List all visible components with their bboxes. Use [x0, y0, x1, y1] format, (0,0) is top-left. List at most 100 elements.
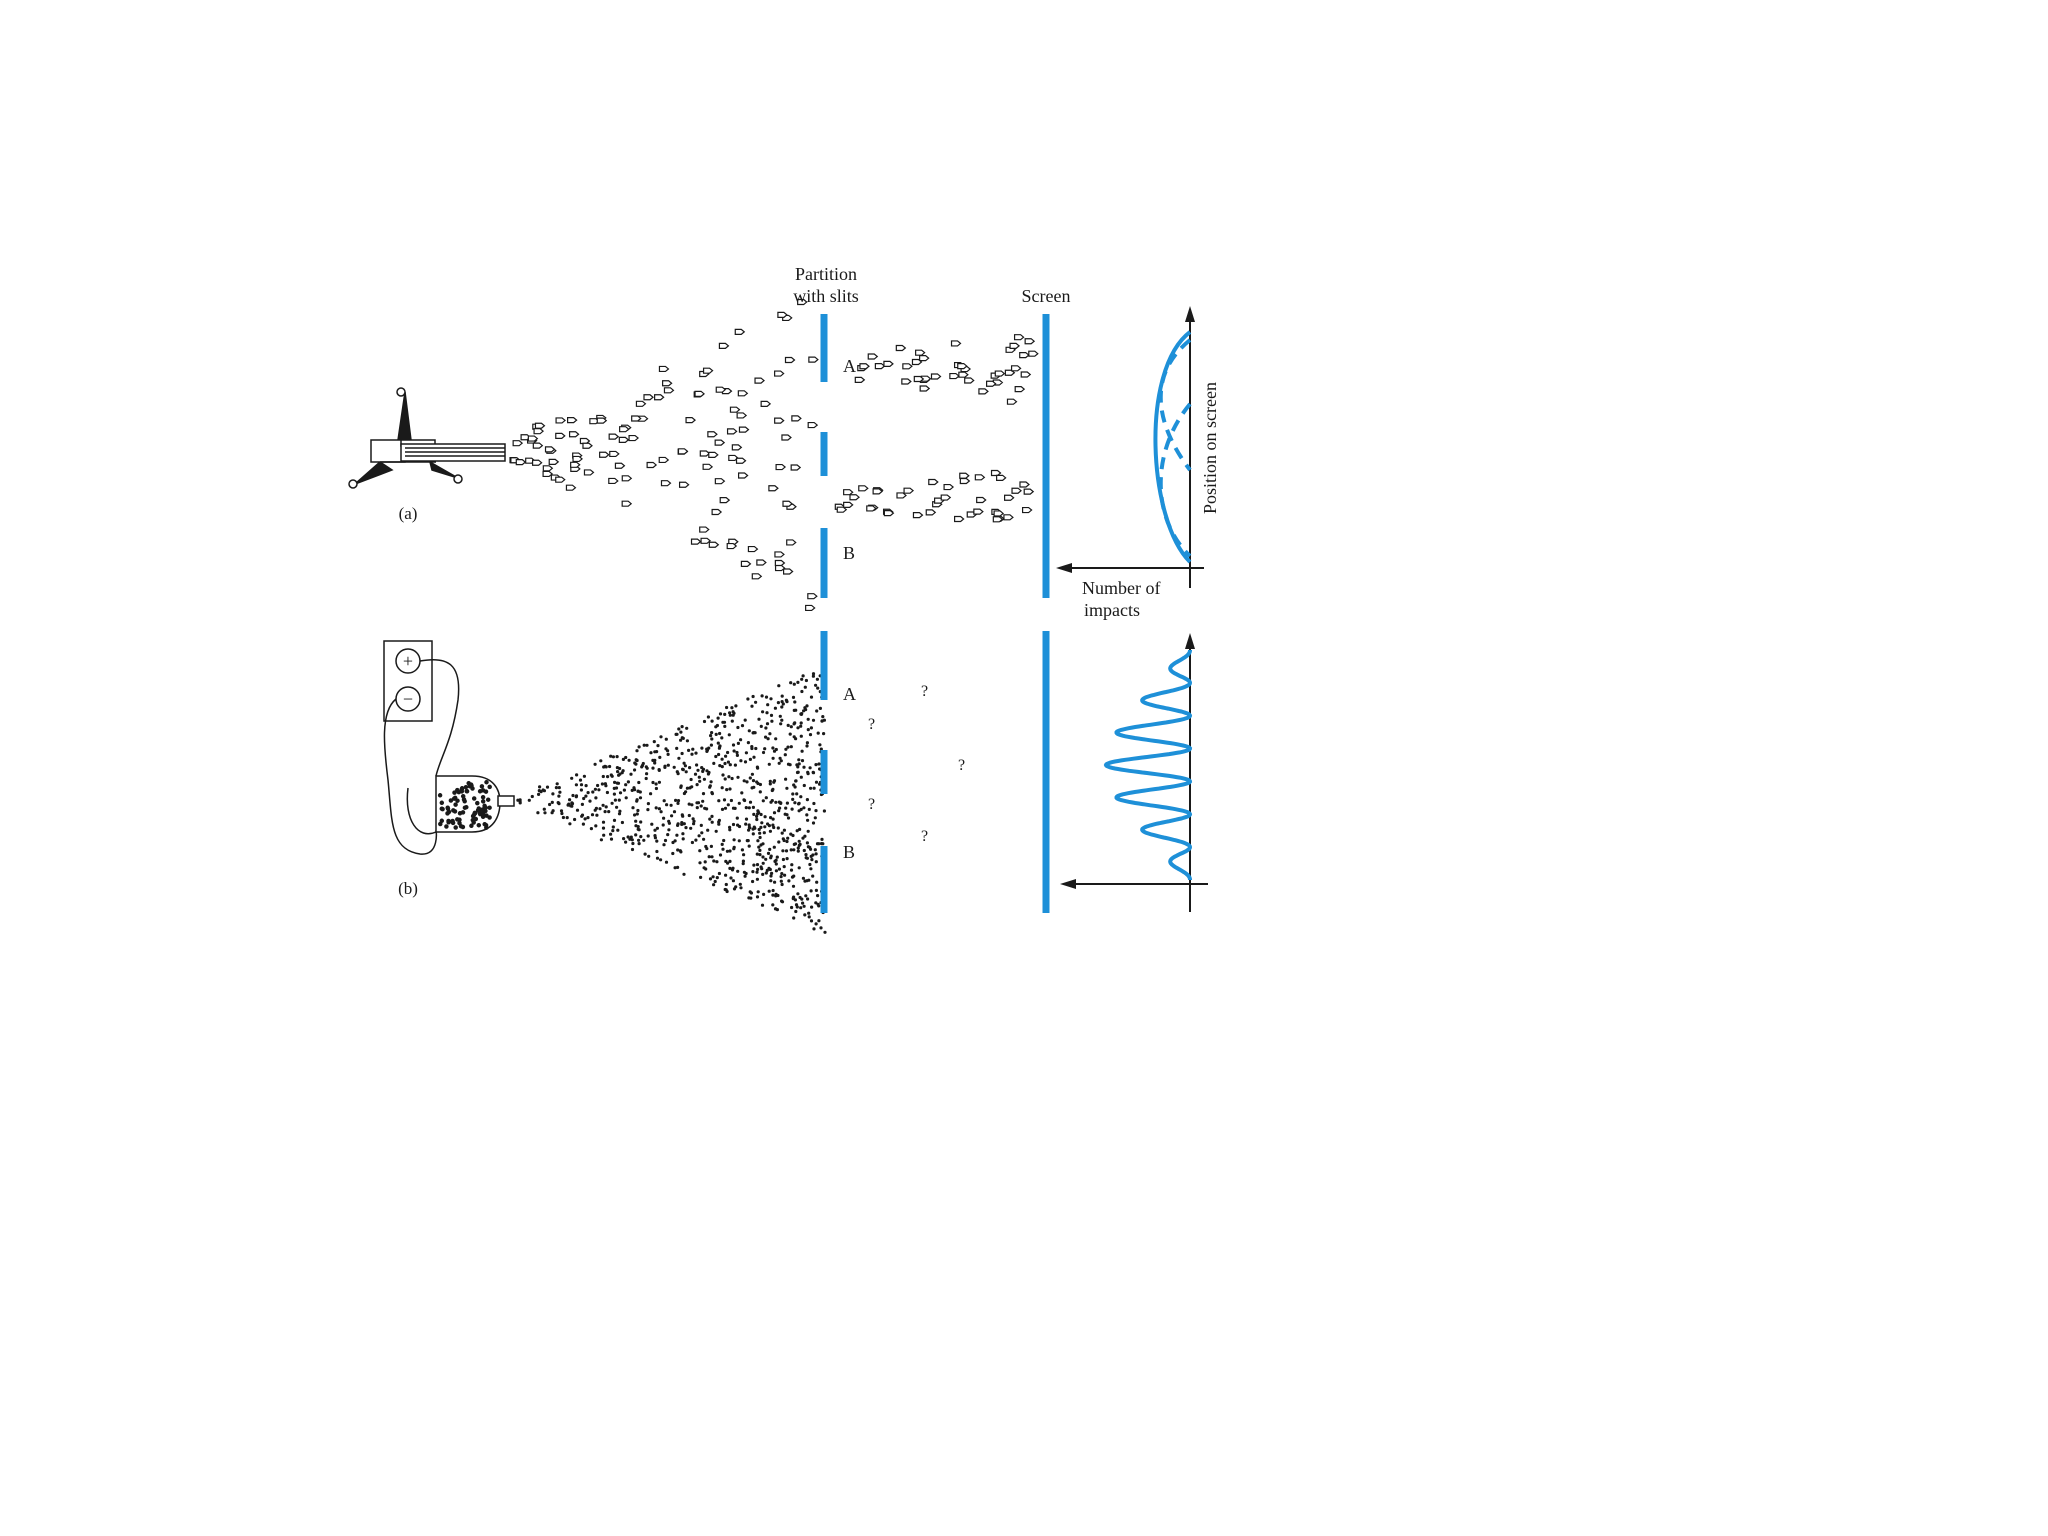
electron-dot	[631, 806, 635, 810]
electron-dot	[712, 761, 716, 766]
electron-dot	[742, 779, 746, 783]
x-axis-label-line1: Number of	[1082, 578, 1160, 598]
bullet	[990, 469, 1002, 477]
electron-dot	[682, 872, 686, 876]
electron-dot	[615, 755, 619, 759]
electron-dot	[469, 823, 474, 829]
electron-dot	[790, 905, 794, 910]
bullet	[714, 439, 726, 446]
electron-dot	[805, 841, 810, 845]
electron-dot	[814, 809, 818, 813]
bullet	[643, 394, 654, 401]
bullet	[568, 431, 580, 438]
electron-dot	[596, 783, 600, 788]
electron-dot	[710, 855, 714, 859]
bullet	[756, 559, 767, 566]
electron-dot	[446, 809, 452, 815]
bullet	[702, 463, 714, 470]
bullet	[542, 465, 554, 472]
electron-dot	[662, 816, 666, 820]
electron-dot	[639, 835, 643, 839]
electron-dot	[737, 839, 741, 843]
electron-dot	[796, 680, 800, 685]
electron-dot	[613, 780, 617, 785]
electron-dot	[785, 801, 790, 805]
electron-dot	[666, 833, 670, 837]
bullet	[901, 378, 912, 385]
bullet	[976, 496, 987, 504]
bullet	[690, 538, 702, 545]
electron-dot	[672, 765, 676, 769]
bullet	[883, 510, 895, 517]
electron-dot	[727, 775, 731, 779]
electron-dot	[487, 815, 492, 820]
electron-dot	[801, 836, 805, 840]
interference-pattern-curve	[1103, 650, 1193, 880]
electron-dot	[773, 880, 777, 884]
bullet	[751, 573, 763, 580]
electron-dot	[760, 694, 764, 698]
electron-dot	[589, 827, 594, 831]
electron-dot	[626, 780, 631, 784]
electron-dot	[711, 875, 715, 879]
electron-dot	[710, 814, 714, 819]
electron-dot	[756, 812, 760, 816]
electron-dot	[753, 826, 757, 830]
electron-dot	[460, 793, 466, 799]
electron-dot	[770, 871, 774, 876]
electron-dot	[781, 702, 785, 706]
electron-dot	[744, 751, 749, 755]
electron-dot	[710, 792, 715, 796]
electron-dot	[774, 747, 778, 752]
electron-dot	[759, 812, 763, 817]
electron-dot	[453, 802, 458, 807]
electron-dot	[679, 850, 683, 854]
bullet	[790, 464, 802, 471]
electron-dot	[766, 703, 770, 707]
bullet	[797, 298, 808, 306]
electron-dot	[463, 784, 469, 790]
electron-dot	[710, 737, 714, 741]
electron-dot	[755, 817, 759, 822]
electron-dot	[653, 834, 657, 838]
electron-dot	[758, 790, 762, 794]
electron-dot	[745, 839, 749, 843]
electron-dot	[692, 822, 696, 826]
bullet	[993, 510, 1005, 517]
electron-dot	[748, 757, 753, 762]
electron-dot	[708, 877, 713, 881]
partition-label-line2: with slits	[793, 286, 859, 306]
electron-dot	[757, 717, 761, 721]
electron-dot	[633, 788, 637, 792]
electron-dot	[457, 820, 462, 826]
bullet	[740, 560, 752, 567]
electron-dot	[785, 786, 789, 790]
electron-dot	[728, 763, 732, 767]
electron-dot	[438, 821, 443, 827]
bullet	[912, 512, 924, 519]
bullet	[843, 501, 854, 508]
electron-dot	[530, 794, 534, 799]
electron-dot	[761, 855, 765, 859]
electron-dot	[814, 888, 819, 893]
bullet	[608, 433, 620, 440]
electron-dot	[731, 743, 736, 747]
electron-dot	[816, 894, 820, 898]
electron-dot	[439, 800, 445, 806]
electron-dot	[663, 764, 667, 768]
electron-dot	[676, 865, 680, 870]
electron-dot	[758, 782, 763, 787]
bullet	[978, 388, 989, 395]
electron-dot	[747, 828, 751, 832]
electron-dot	[723, 806, 728, 810]
bullet	[836, 506, 848, 513]
bullet	[928, 478, 939, 486]
electron-dot	[782, 865, 786, 869]
electron-dot	[594, 824, 598, 828]
electron-dot	[713, 879, 717, 884]
electron-dot	[761, 799, 765, 803]
electron-dot	[651, 766, 655, 770]
electron-dot	[756, 839, 760, 843]
electron-dot	[614, 786, 619, 790]
electron-gun-charge	[437, 779, 492, 830]
